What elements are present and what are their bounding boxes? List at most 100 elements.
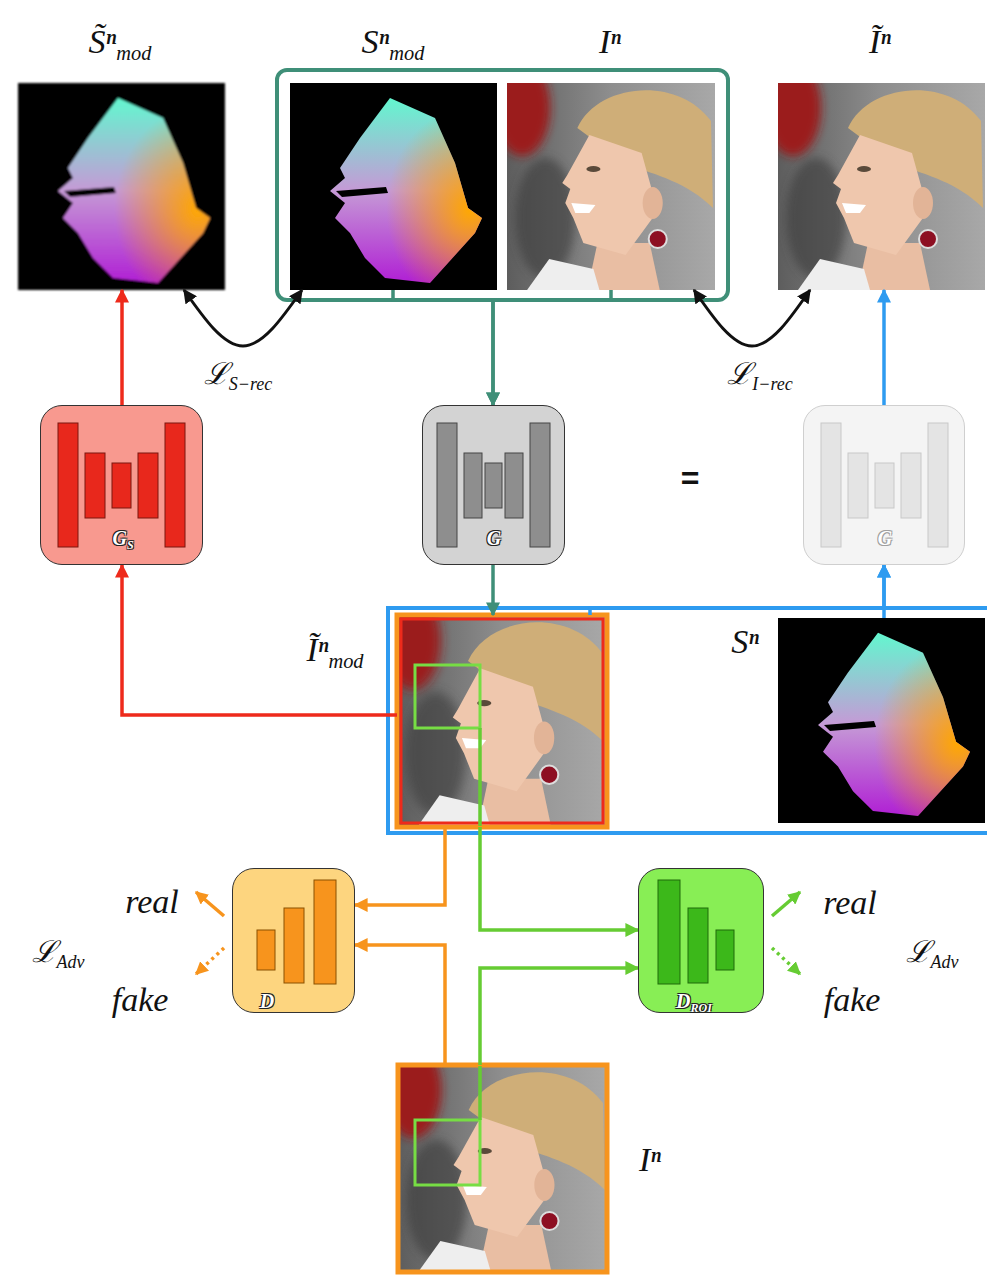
connector <box>480 968 638 1065</box>
image-panel: Ĩⁿmod <box>397 615 607 827</box>
text-part: Sⁿ <box>362 23 390 60</box>
connector <box>590 565 884 615</box>
connector <box>882 565 886 618</box>
equals-sign: = <box>681 462 700 494</box>
network-box: DROI <box>638 868 764 1013</box>
network-name: G <box>878 528 892 548</box>
text-subscript: Adv <box>57 952 85 972</box>
output-label: real <box>125 885 179 919</box>
network-box: D <box>232 868 355 1013</box>
text-part: fake <box>824 981 881 1018</box>
loss-arc <box>184 290 302 346</box>
layer-bars <box>232 868 355 1013</box>
layer-bar <box>257 930 275 970</box>
connector <box>120 290 124 405</box>
connector <box>122 565 397 715</box>
text-part: Iⁿ <box>639 1141 661 1178</box>
text-part: Sⁿ <box>731 623 759 660</box>
layer-bars <box>638 868 764 1013</box>
connector <box>480 827 638 930</box>
text-part: ℒ <box>204 357 229 390</box>
layer-bar <box>464 453 482 518</box>
layer-bar <box>485 463 502 508</box>
layer-bar <box>58 423 78 547</box>
image-panel: Sⁿmod <box>290 83 497 290</box>
text-part: G <box>487 527 501 549</box>
network-name: GS <box>112 528 133 548</box>
text-subscript: S <box>127 538 134 552</box>
layer-bar <box>437 423 457 547</box>
network-name: DROI <box>676 991 712 1011</box>
network-box: G <box>422 405 565 565</box>
connector <box>493 290 611 405</box>
text-part: Ĩⁿ <box>869 23 891 60</box>
layer-bar <box>112 463 131 508</box>
image-panel: Iⁿ <box>398 1065 607 1272</box>
layer-bar <box>314 880 336 984</box>
text-part: ℒ <box>727 357 752 390</box>
text-part: Ĩⁿ <box>306 631 328 668</box>
text-part: fake <box>112 981 169 1018</box>
text-subscript: S−rec <box>229 374 272 394</box>
image-panel: Iⁿ <box>507 83 715 290</box>
image-panel: S̃ⁿmod <box>18 83 225 290</box>
image-heading: Iⁿ <box>639 1143 661 1177</box>
network-box: G <box>803 405 965 565</box>
text-subscript: mod <box>116 42 151 64</box>
text-part: ℒ <box>32 935 57 968</box>
loss-label: ℒAdv <box>906 937 959 967</box>
network-name: D <box>260 991 274 1011</box>
connector <box>355 827 445 905</box>
layer-bar <box>530 423 550 547</box>
image-heading: Ĩⁿ <box>869 25 891 59</box>
connector <box>393 290 493 405</box>
image-heading: Iⁿ <box>599 25 621 59</box>
network-name: G <box>487 528 501 548</box>
layer-bar <box>716 930 734 970</box>
image-heading: S̃ⁿmod <box>89 25 152 59</box>
output-label: real <box>823 886 877 920</box>
layer-bar <box>284 908 304 983</box>
text-part: real <box>823 884 877 921</box>
output-label: fake <box>112 983 169 1017</box>
layer-bar <box>875 463 894 508</box>
text-part: = <box>681 460 700 496</box>
text-subscript: Adv <box>931 952 959 972</box>
layer-bar <box>85 453 105 518</box>
layer-bar <box>848 453 868 518</box>
image-heading: Ĩⁿmod <box>306 633 363 667</box>
image-panel: Ĩⁿ <box>778 83 985 290</box>
layer-bar <box>688 908 708 983</box>
loss-label: ℒAdv <box>32 937 85 967</box>
text-part: Iⁿ <box>599 23 621 60</box>
connector <box>355 945 445 1065</box>
layer-bar <box>658 880 680 984</box>
text-part: D <box>260 990 274 1012</box>
layer-bar <box>138 453 158 518</box>
layer-bar <box>165 423 185 547</box>
layer-bar <box>505 453 523 518</box>
text-part: real <box>125 883 179 920</box>
text-part: D <box>676 990 690 1012</box>
network-box: GS <box>40 405 203 565</box>
layer-bar <box>928 423 948 547</box>
loss-arc <box>694 290 810 346</box>
image-panel: Sⁿ <box>778 618 985 823</box>
loss-label: ℒI−rec <box>727 359 792 389</box>
text-part: ℒ <box>906 935 931 968</box>
layer-bar <box>821 423 841 547</box>
loss-label: ℒS−rec <box>204 359 272 389</box>
text-subscript: mod <box>389 42 424 64</box>
text-part: G <box>878 527 892 549</box>
output-label: fake <box>824 983 881 1017</box>
layer-bar <box>901 453 921 518</box>
text-subscript: mod <box>328 650 363 672</box>
connector <box>491 565 495 615</box>
text-subscript: I−rec <box>752 374 792 394</box>
image-heading: Sⁿ <box>731 625 759 659</box>
text-part: S̃ⁿ <box>89 23 117 60</box>
connector <box>882 290 886 405</box>
